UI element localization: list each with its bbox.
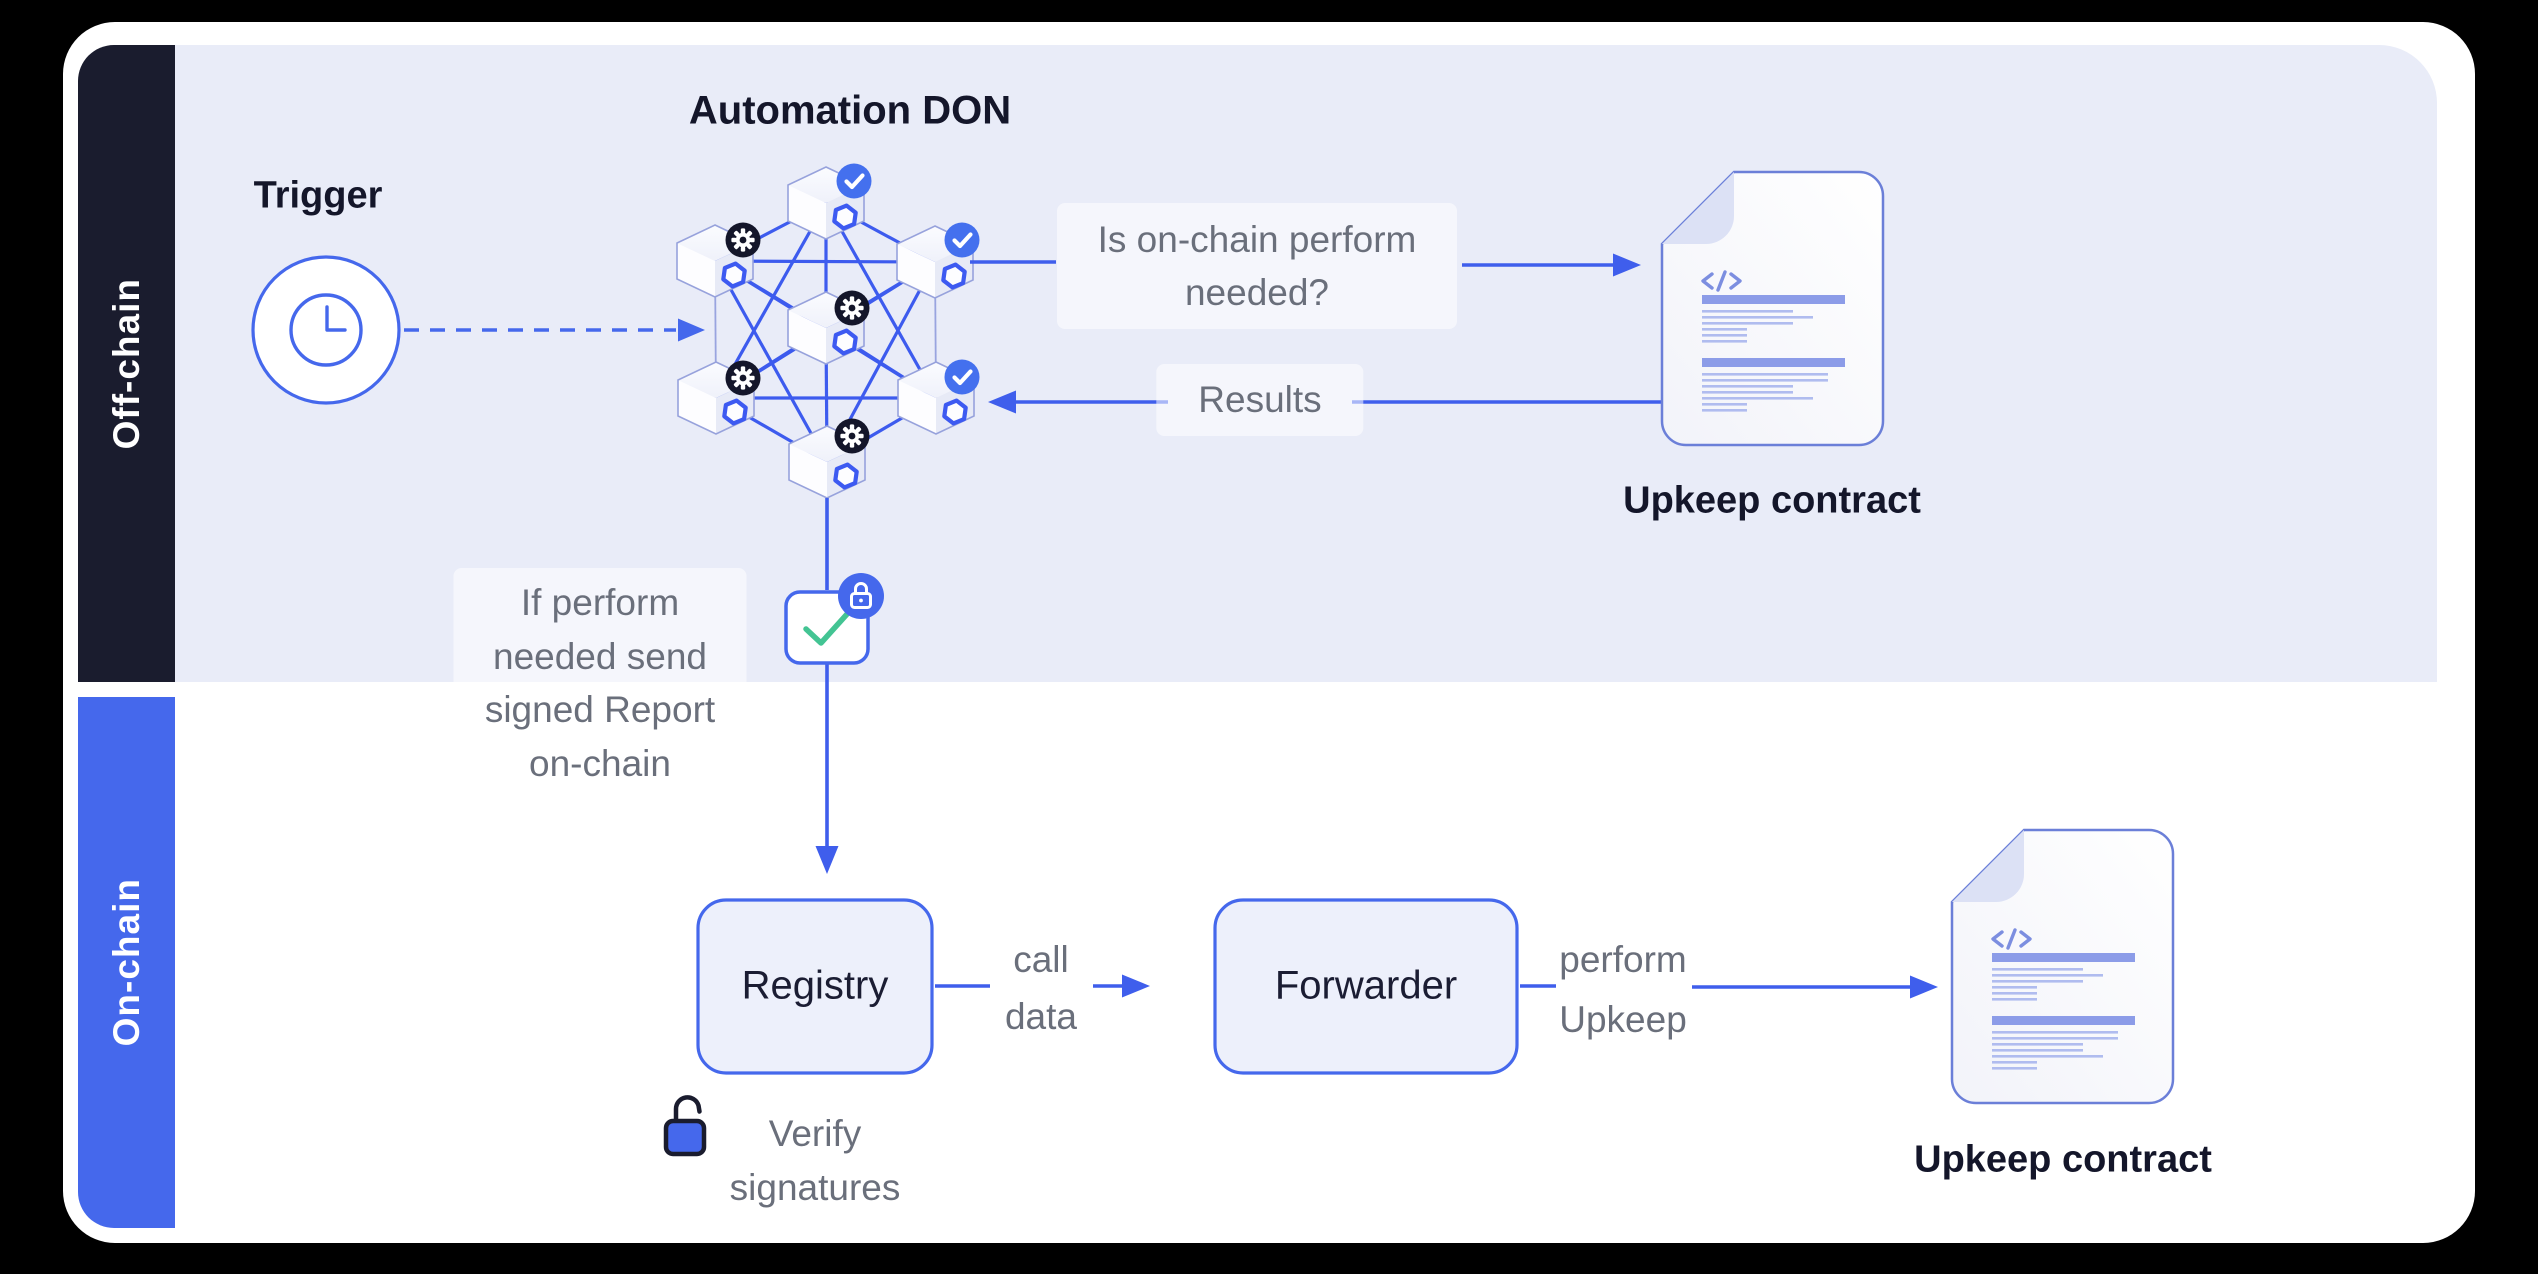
forwarder-label: Forwarder [1274, 963, 1458, 1008]
results-label: Results [1156, 364, 1364, 436]
on-chain-bar-label: On-chain [105, 878, 147, 1047]
call-data-arrowhead [1122, 974, 1150, 998]
question-label: Is on-chain perform needed? [1057, 203, 1457, 329]
page-background: Off-chain On-chain [63, 22, 2475, 1243]
upkeep-contract-doc-icon [1950, 828, 2175, 1105]
report-note: If perform needed send signed Report on-… [453, 568, 747, 798]
verify-signatures-label: Verify signatures [729, 1113, 901, 1208]
upkeep-contract-label-top: Upkeep contract [1623, 479, 1921, 522]
don-title: Automation DON [688, 88, 1012, 133]
registry-label: Registry [741, 963, 889, 1008]
call-data-label: call data [1004, 939, 1077, 1037]
report-arrowhead [815, 846, 839, 874]
off-chain-bar: Off-chain [78, 45, 175, 682]
off-chain-bar-label: Off-chain [105, 277, 147, 450]
perform-arrowhead [1910, 975, 1938, 999]
on-chain-bar: On-chain [78, 697, 175, 1228]
upkeep-contract-label-bottom: Upkeep contract [1914, 1138, 2212, 1181]
perform-upkeep-label: perform Upkeep [1559, 939, 1687, 1040]
trigger-label: Trigger [253, 174, 383, 217]
